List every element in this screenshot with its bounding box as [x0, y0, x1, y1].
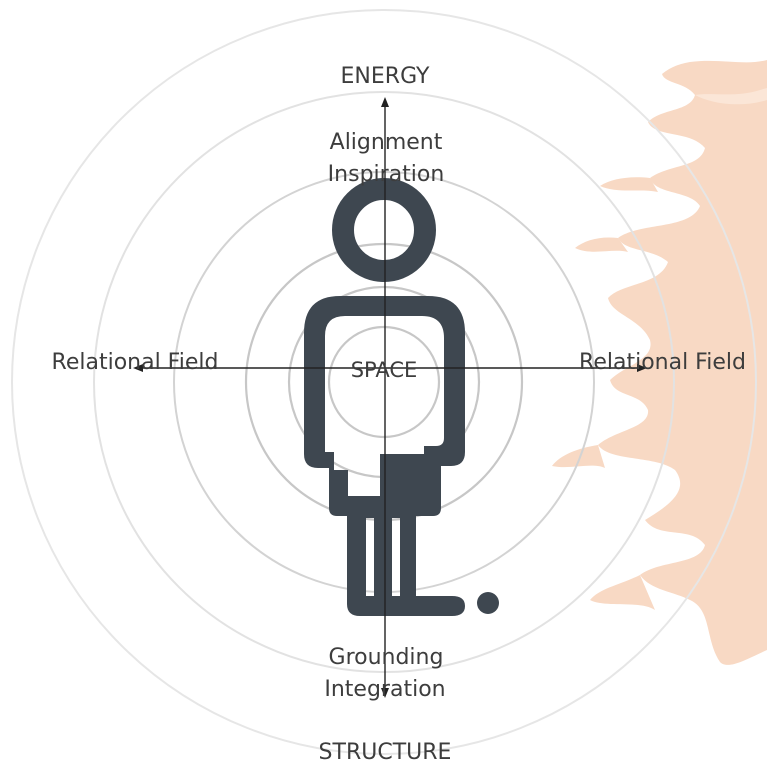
integration-label: Integration: [324, 677, 446, 702]
energy-label: ENERGY: [340, 64, 430, 89]
person-dot: [477, 592, 499, 614]
arrow-down-icon: [381, 688, 389, 698]
person-legs: [347, 514, 465, 616]
relational-field-left-label: Relational Field: [51, 350, 219, 375]
person-icon: [304, 178, 499, 616]
person-torso: [304, 296, 465, 518]
relational-field-right-label: Relational Field: [579, 350, 746, 375]
space-label: SPACE: [350, 358, 418, 382]
brush-stroke-decoration: [552, 60, 767, 665]
inspiration-label: Inspiration: [327, 162, 445, 187]
person-head: [332, 178, 436, 282]
arrow-right-icon: [637, 364, 647, 372]
ring-1: [327, 325, 441, 439]
alignment-label: Alignment: [329, 130, 443, 155]
axes: [133, 97, 647, 698]
ring-6: [11, 9, 757, 755]
arrow-up-icon: [381, 97, 389, 107]
arrow-left-icon: [133, 364, 143, 372]
structure-label: STRUCTURE: [318, 740, 452, 765]
grounding-label: Grounding: [328, 645, 444, 670]
ring-5: [93, 91, 675, 673]
